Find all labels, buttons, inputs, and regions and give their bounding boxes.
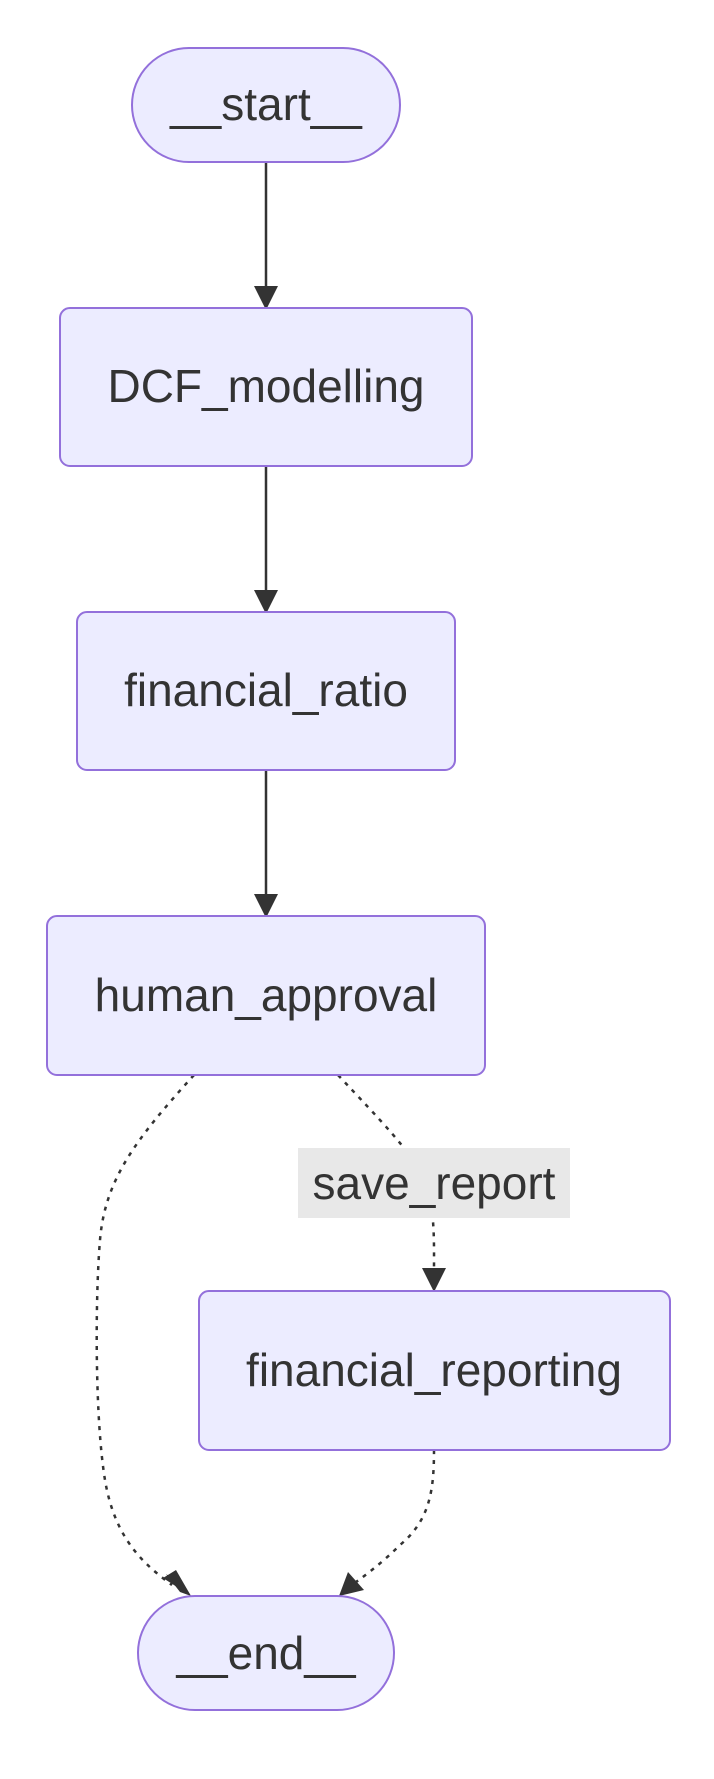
- node-human-approval-label: human_approval: [95, 969, 438, 1021]
- edge-financial-reporting-to-end: [351, 1449, 436, 1587]
- edge-label-text: save_report: [313, 1157, 556, 1209]
- arrow-head-financial-reporting: [422, 1268, 446, 1292]
- edge-label-background: [298, 1148, 570, 1218]
- node-financial-ratio-label: financial_ratio: [124, 664, 408, 716]
- node-financial-reporting-label: financial_reporting: [246, 1344, 622, 1396]
- node-dcf-modelling-label: DCF_modelling: [107, 360, 424, 412]
- node-human-approval-shape: [46, 915, 486, 1076]
- arrow-head-end-left-main: [163, 1570, 191, 1596]
- node-start[interactable]: __start__: [131, 47, 401, 163]
- edge-human-approval-to-end: [95, 1074, 195, 1587]
- node-end-shape: [137, 1595, 395, 1711]
- node-financial-ratio[interactable]: financial_ratio: [76, 611, 456, 771]
- arrow-head-human-approval: [254, 894, 278, 918]
- edges: [95, 162, 446, 1596]
- node-human-approval[interactable]: human_approval: [46, 915, 486, 1076]
- edge-label-save-report: save_report: [298, 1148, 570, 1218]
- node-dcf-modelling[interactable]: DCF_modelling: [59, 307, 473, 467]
- node-end[interactable]: __end__: [137, 1595, 395, 1711]
- arrow-head-financial-ratio: [254, 590, 278, 614]
- node-dcf-modelling-shape: [59, 307, 473, 467]
- node-financial-reporting-shape: [198, 1290, 671, 1451]
- arrow-head-end-right: [339, 1572, 364, 1596]
- node-financial-ratio-shape: [76, 611, 456, 771]
- node-financial-reporting[interactable]: financial_reporting: [198, 1290, 671, 1451]
- node-end-label: __end__: [175, 1627, 356, 1679]
- node-start-label: __start__: [169, 78, 363, 130]
- arrow-head-dcf-modelling: [254, 286, 278, 310]
- node-start-shape: [131, 47, 401, 163]
